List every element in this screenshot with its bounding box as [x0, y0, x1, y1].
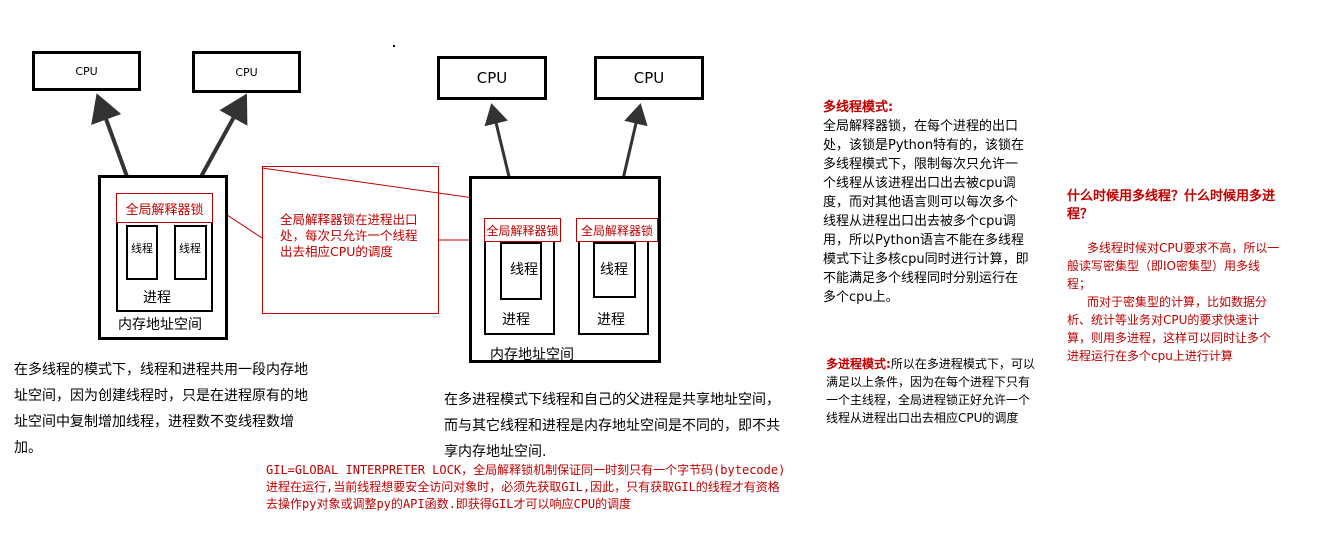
left-gil-label: 全局解释器锁	[125, 202, 204, 218]
when-to-use-title: 什么时候用多线程？什么时候用多进程？	[1067, 189, 1276, 222]
left-cpu-2: CPU	[192, 51, 301, 93]
multiprocess-mode-body: 所以在多进程模式下，可以满足以上条件，因为在每个进程下只有一个主线程，全局进程锁…	[826, 357, 1035, 425]
mid-gil-box-2: 全局解释器锁	[576, 218, 658, 242]
mid-thread-2: 线程	[593, 242, 636, 298]
mid-cpu-2-label: CPU	[633, 69, 665, 87]
mid-thread-2-label: 线程	[600, 262, 628, 278]
callout-box: 全局解释器锁在进程出口处，每次只允许一个线程出去相应CPU的调度	[262, 166, 439, 314]
when-to-use-para-2: 而对于密集型的计算，比如数据分析、统计等业务对CPU的要求快速计算，则用多进程，…	[1067, 295, 1272, 363]
multiprocess-mode-title: 多进程模式:	[826, 357, 891, 371]
left-description: 在多线程的模式下，线程和进程共用一段内存地址空间，因为创建线程时，只是在进程原有…	[14, 362, 308, 456]
mid-gil-1-label: 全局解释器锁	[486, 223, 559, 238]
stray-dot	[393, 45, 395, 47]
mid-cpu-2: CPU	[594, 56, 704, 100]
mid-cpu-1: CPU	[437, 56, 547, 100]
middle-description: 在多进程模式下线程和自己的父进程是共享地址空间，而与其它线程和进程是内存地址空间…	[444, 392, 780, 460]
left-cpu-2-label: CPU	[235, 65, 258, 79]
left-cpu-1: CPU	[32, 51, 141, 91]
left-gil-box: 全局解释器锁	[116, 193, 213, 223]
multithread-mode-body: 全局解释器锁，在每个进程的出口处，该锁是Python特有的，该锁在多线程模式下，…	[823, 119, 1029, 305]
left-thread-2: 线程	[174, 225, 207, 280]
mid-memory-label: 内存地址空间	[490, 347, 574, 363]
left-memory-label: 内存地址空间	[118, 317, 202, 333]
left-thread-1: 线程	[126, 225, 158, 280]
left-thread-1-label: 线程	[131, 242, 153, 255]
when-to-use-body: 多线程时候对CPU要求不高，所以一般读写密集型（即IO密集型）用多线程； 而对于…	[1067, 239, 1282, 365]
mid-process-1-label: 进程	[502, 312, 530, 328]
gil-definition-note: GIL=GLOBAL INTERPRETER LOCK，全局解释锁机制保证同一时…	[266, 463, 786, 511]
mid-cpu-1-label: CPU	[476, 69, 508, 87]
mid-thread-1: 线程	[500, 242, 542, 300]
mid-process-2-label: 进程	[597, 312, 625, 328]
mid-gil-2-label: 全局解释器锁	[580, 223, 653, 238]
mid-thread-1-label: 线程	[510, 262, 538, 278]
multithread-mode-title: 多线程模式:	[823, 100, 894, 115]
multithread-mode-section: 多线程模式: 全局解释器锁，在每个进程的出口处，该锁是Python特有的，该锁在…	[823, 98, 1029, 307]
when-to-use-para-1: 多线程时候对CPU要求不高，所以一般读写密集型（即IO密集型）用多线程；	[1067, 241, 1280, 291]
left-thread-2-label: 线程	[179, 242, 201, 255]
callout-text: 全局解释器锁在进程出口处，每次只允许一个线程出去相应CPU的调度	[280, 212, 418, 259]
left-cpu-1-label: CPU	[75, 64, 98, 78]
mid-gil-box-1: 全局解释器锁	[484, 218, 561, 242]
multiprocess-mode-section: 多进程模式:所以在多进程模式下，可以满足以上条件，因为在每个进程下只有一个主线程…	[826, 355, 1040, 427]
left-process-label: 进程	[143, 290, 171, 306]
